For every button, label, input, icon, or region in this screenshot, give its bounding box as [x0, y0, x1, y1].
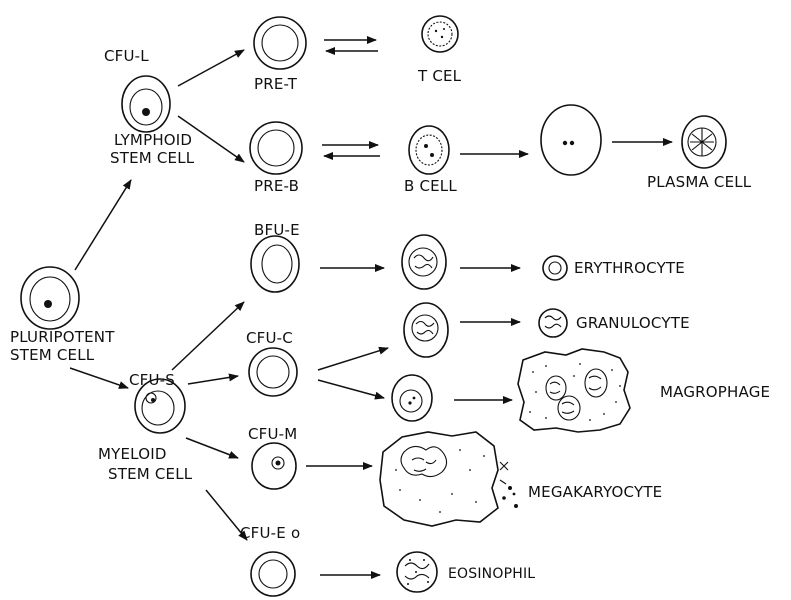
cfu-l-label: CFU-L — [104, 48, 149, 65]
granulocyte-precursor-cell — [404, 303, 448, 357]
pre-t-cell — [254, 17, 306, 69]
b-cell — [409, 126, 449, 174]
b-cell-label: B CELL — [404, 178, 457, 195]
magrophage-label: MAGROPHAGE — [660, 384, 770, 401]
eosinophil-cell — [397, 552, 437, 592]
granulocyte-label: GRANULOCYTE — [576, 315, 690, 332]
plasmablast-cell — [541, 105, 601, 175]
plasma-cell — [682, 116, 726, 168]
pluripotent-stem-cell — [21, 267, 79, 329]
cfu-eo-label-text: CFU-E — [240, 524, 286, 542]
cfu-eo-label: CFU-E o — [240, 525, 300, 542]
myeloid-label: MYELOID — [98, 446, 167, 463]
erythrocyte-label: ERYTHROCYTE — [574, 260, 685, 277]
monocyte-precursor-cell — [392, 375, 432, 421]
macrophage-cell — [518, 349, 630, 432]
megakaryocyte-label: MEGAKARYOCYTE — [528, 484, 662, 501]
granulocyte-cell — [539, 309, 567, 337]
cfu-eo-cell — [251, 552, 295, 596]
plasma-cell-label: PLASMA CELL — [647, 174, 751, 191]
pluripotent-label: PLURIPOTENT — [10, 329, 115, 346]
t-cell — [422, 16, 458, 52]
lymphoid-stem-cell — [122, 76, 170, 132]
pre-b-cell — [250, 122, 302, 174]
cfu-m-label: CFU-M — [248, 426, 297, 443]
megakaryocyte-cell — [380, 432, 518, 526]
erythroid-precursor-cell — [402, 235, 446, 289]
bfu-e-cell — [251, 236, 299, 292]
erythrocyte-cell — [543, 256, 567, 280]
t-cel-label: T CEL — [418, 68, 461, 85]
lymphoid-stem-label: STEM CELL — [110, 150, 194, 167]
pluripotent-stem-label: STEM CELL — [10, 347, 94, 364]
cfu-s-label: CFU-S — [129, 372, 175, 389]
cfu-eo-suffix: o — [291, 524, 300, 542]
bfu-e-label: BFU-E — [254, 222, 300, 239]
eosinophil-label: EOSINOPHIL — [448, 566, 535, 583]
cfu-c-label: CFU-C — [246, 330, 293, 347]
cfu-c-cell — [249, 348, 297, 396]
cfu-m-cell — [252, 443, 296, 489]
pre-b-label: PRE-B — [254, 178, 299, 195]
myeloid-stem-label: STEM CELL — [108, 466, 192, 483]
pre-t-label: PRE-T — [254, 76, 297, 93]
lymphoid-label: LYMPHOID — [114, 132, 192, 149]
